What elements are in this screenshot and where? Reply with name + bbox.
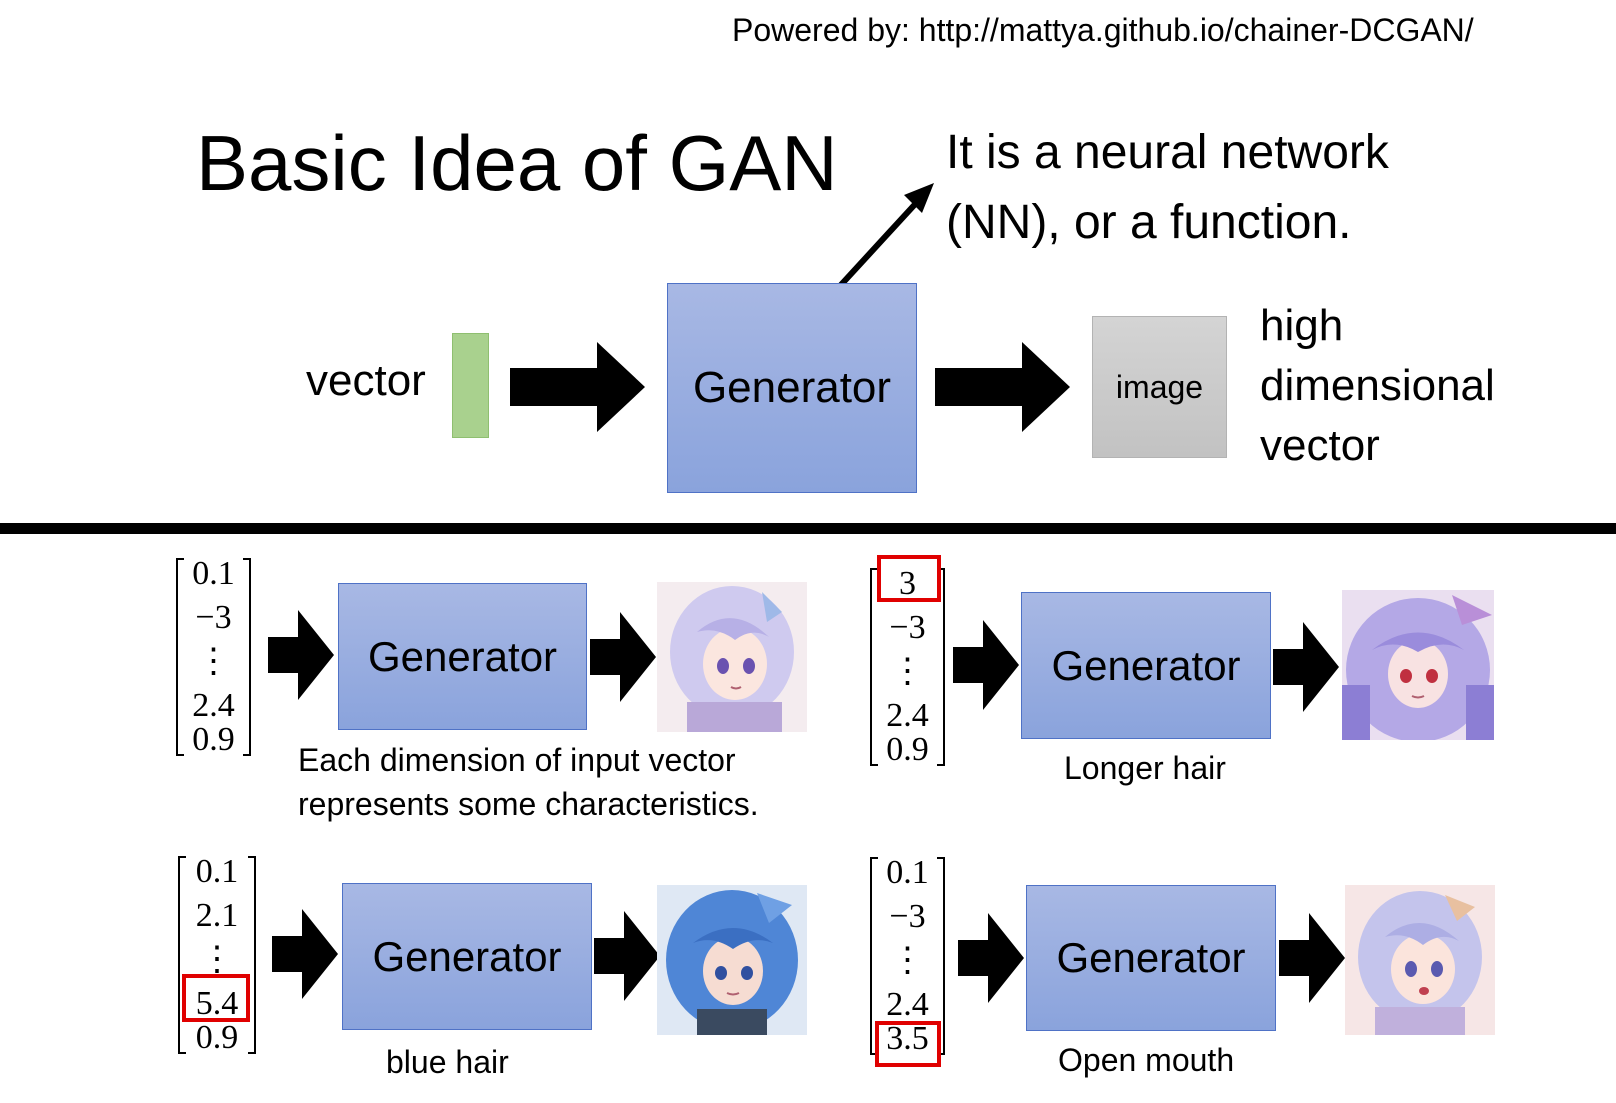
vector-entry: 0.9 <box>192 721 235 758</box>
anime-face-illustration <box>1342 590 1494 740</box>
nn-note: It is a neural network (NN), or a functi… <box>946 118 1389 258</box>
output-image-box: image <box>1092 316 1227 458</box>
right-arrow-icon <box>510 342 645 432</box>
vector-entry: 0.9 <box>195 1019 239 1056</box>
vector-entry: 2.4 <box>886 697 929 734</box>
nn-note-line-1: It is a neural network <box>946 126 1389 179</box>
vector-entry: ⋮ <box>200 941 234 978</box>
input-vector-matrix: 0.1 −3 ⋮ 2.4 3.5 <box>870 855 945 1057</box>
vector-entry: ⋮ <box>890 653 925 690</box>
vector-entry: 0.9 <box>886 731 929 768</box>
output-description-line-3: vector <box>1260 421 1380 470</box>
generator-box: Generator <box>1021 592 1271 739</box>
generator-label: Generator <box>1051 641 1241 689</box>
right-arrow-icon <box>953 620 1019 710</box>
left-bracket <box>870 568 878 766</box>
caption-line-1: Open mouth <box>1058 1042 1235 1078</box>
right-bracket <box>937 857 945 1055</box>
vector-entry: 5.4 <box>195 985 239 1022</box>
right-arrow-icon <box>935 342 1070 432</box>
powered-by-credit: Powered by: http://mattya.github.io/chai… <box>732 12 1474 48</box>
generator-label: Generator <box>1056 934 1246 981</box>
right-arrow-icon <box>958 913 1024 1003</box>
vector-entry: 3 <box>899 565 916 602</box>
right-bracket <box>243 558 251 756</box>
right-bracket <box>937 568 945 766</box>
generator-box: Generator <box>1026 885 1276 1031</box>
caption-line-1: Longer hair <box>1064 750 1226 786</box>
nn-note-line-2: (NN), or a function. <box>946 196 1352 249</box>
right-bracket <box>248 856 256 1054</box>
vector-entry: 0.1 <box>195 853 239 890</box>
changed-value-highlight <box>875 1021 941 1067</box>
input-vector-bar <box>452 333 489 438</box>
output-description-line-2: dimensional <box>1260 361 1495 410</box>
caption-line-1: Each dimension of input vector <box>298 742 736 778</box>
example-caption: blue hair <box>386 1040 509 1084</box>
input-vector-matrix: 0.1 −3 ⋮ 2.4 0.9 <box>176 556 251 758</box>
input-vector-matrix: 3 −3 ⋮ 2.4 0.9 <box>870 566 945 768</box>
vector-entry: 2.4 <box>192 687 235 724</box>
vector-entry: −3 <box>195 599 232 636</box>
right-arrow-icon <box>590 612 656 702</box>
changed-value-highlight <box>877 555 941 602</box>
anime-face-illustration <box>1345 885 1495 1035</box>
section-divider <box>0 523 1616 534</box>
vector-entry: ⋮ <box>890 942 925 979</box>
vector-entry: −3 <box>889 609 926 646</box>
output-image-label: image <box>1115 368 1204 405</box>
right-arrow-icon <box>594 911 660 1001</box>
generator-box: Generator <box>342 883 592 1030</box>
vector-entry: 3.5 <box>886 1020 929 1057</box>
vector-entry: −3 <box>889 898 926 935</box>
left-bracket <box>176 558 184 756</box>
right-arrow-icon <box>1273 622 1339 712</box>
generated-anime-face <box>1342 590 1494 740</box>
anime-face-illustration <box>657 885 807 1035</box>
generator-label: Generator <box>367 632 558 680</box>
example-caption: Each dimension of input vector represent… <box>298 738 759 826</box>
vector-entry: 0.1 <box>192 555 235 592</box>
input-vector-matrix: 0.1 2.1 ⋮ 5.4 0.9 <box>178 854 256 1056</box>
generator-box: Generator <box>667 283 917 493</box>
generated-anime-face <box>1345 885 1495 1035</box>
generated-anime-face <box>657 582 807 732</box>
left-bracket <box>178 856 186 1054</box>
example-caption: Longer hair <box>1064 746 1226 790</box>
generator-label: Generator <box>692 363 892 412</box>
anime-face-illustration <box>657 582 807 732</box>
example-caption: Open mouth <box>1058 1038 1234 1082</box>
generated-anime-face <box>657 885 807 1035</box>
output-description: high dimensional vector <box>1260 296 1495 476</box>
right-arrow-icon <box>1279 913 1345 1003</box>
changed-value-highlight <box>182 974 250 1022</box>
generator-box: Generator <box>338 583 587 730</box>
generator-label: Generator <box>372 932 562 980</box>
vector-entry: ⋮ <box>196 643 231 680</box>
slide-title: Basic Idea of GAN <box>196 119 838 207</box>
caption-line-2: represents some characteristics. <box>298 786 759 822</box>
caption-line-1: blue hair <box>386 1044 509 1080</box>
output-description-line-1: high <box>1260 301 1344 350</box>
vector-entry: 2.1 <box>195 897 239 934</box>
left-bracket <box>870 857 878 1055</box>
vector-entry: 0.1 <box>886 854 929 891</box>
input-vector-label: vector <box>306 356 426 405</box>
right-arrow-icon <box>272 909 338 999</box>
right-arrow-icon <box>268 610 334 700</box>
vector-entry: 2.4 <box>886 986 929 1023</box>
